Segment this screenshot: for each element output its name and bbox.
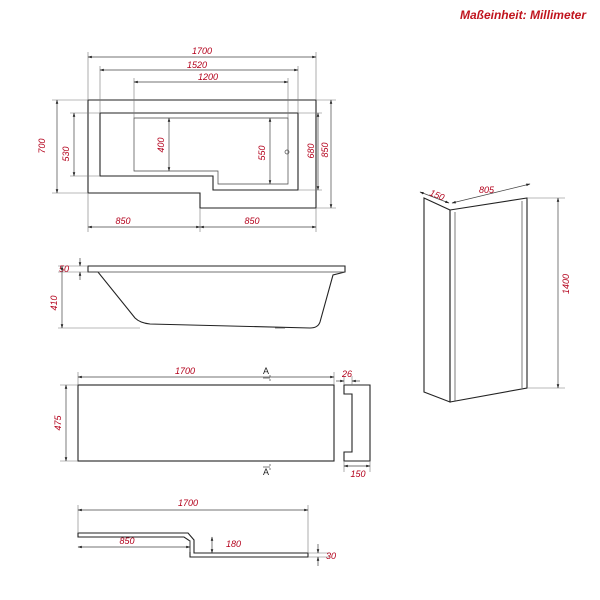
dim-end-850: 850 [119,536,134,546]
front-panel-view: 1700 475 A A 26 150 [53,366,371,479]
dim-end-180: 180 [226,539,241,549]
dim-top-1520: 1520 [187,60,207,70]
dim-top-850-left: 850 [115,216,130,226]
panel-section-profile [343,384,371,462]
screen-main-panel [449,197,528,403]
front-panel-outline [77,384,335,462]
dim-top-1700: 1700 [192,46,212,56]
side-view: 50 410 [49,258,346,329]
dim-top-550: 550 [257,145,267,160]
dim-end-30: 30 [326,551,336,561]
dim-end-1700: 1700 [178,498,198,508]
dim-top-1200: 1200 [198,72,218,82]
tub-outline-top [87,99,317,209]
dim-panel-1700: 1700 [175,366,195,376]
tub-side-outline [87,265,346,329]
dim-panel-475: 475 [53,415,63,431]
tub-basin-top [99,112,299,191]
dim-top-850-right: 850 [244,216,259,226]
dim-screen-805: 805 [479,185,495,195]
unit-note: Maßeinheit: Millimeter [459,8,586,22]
dim-section-26: 26 [341,369,352,379]
dim-screen-150: 150 [428,188,446,203]
dim-top-680: 680 [306,143,316,158]
section-marker-top: A [263,366,269,376]
end-panel-profile [77,532,309,558]
screen-return-panel [423,197,451,403]
end-panel-view: 1700 850 180 30 [77,498,336,566]
top-view: 1700 1520 1200 700 530 400 550 680 [37,46,336,232]
dim-section-150: 150 [350,469,365,479]
dim-top-700: 700 [37,138,47,153]
drain-mark [284,149,290,155]
section-marker-bottom: A [263,467,269,477]
dim-top-400: 400 [156,137,166,152]
dim-screen-1400: 1400 [561,274,571,294]
dim-side-410: 410 [49,295,59,310]
shower-screen-view: 150 805 1400 [419,183,571,403]
dim-top-530: 530 [61,146,71,161]
dim-side-50: 50 [59,264,69,274]
dim-top-850-vertical: 850 [320,142,330,157]
